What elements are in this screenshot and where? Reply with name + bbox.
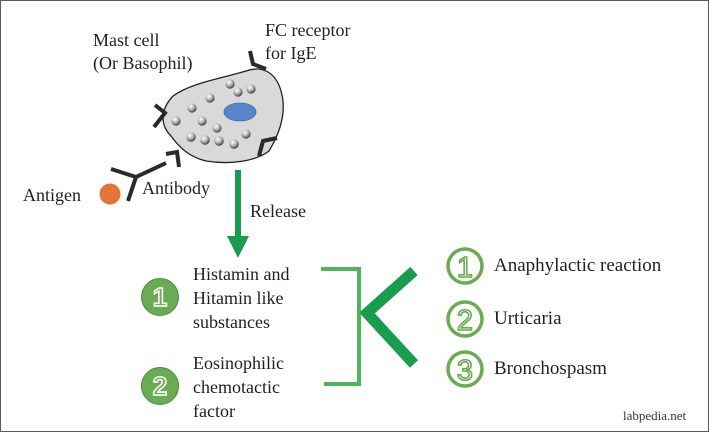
effect-2-label: Urticaria [494, 308, 562, 329]
antibody-label: Antibody [142, 178, 211, 198]
fc-receptors [152, 50, 278, 168]
effects-chevron [359, 266, 419, 368]
mediator-1-line1: Histamin and [193, 264, 290, 284]
svg-text:1: 1 [457, 252, 473, 284]
release-arrow [227, 170, 249, 258]
mast-cell-label-line2: (Or Basophil) [93, 53, 193, 73]
fc-receptor-label-line1: FC receptor [265, 20, 351, 40]
mediator-2-line2: chemotactic [193, 377, 280, 397]
svg-text:2: 2 [457, 305, 473, 337]
svg-text:1: 1 [153, 282, 167, 312]
nucleus [223, 102, 257, 122]
antigen-label: Antigen [23, 185, 81, 205]
mediators-bracket [321, 267, 361, 386]
mediator-badge-2: 2 [141, 367, 179, 405]
antibody-shape [110, 161, 167, 202]
mediator-2-line3: factor [193, 401, 235, 421]
granules [171, 79, 256, 149]
svg-text:2: 2 [153, 371, 167, 401]
watermark: labpedia.net [623, 408, 687, 423]
effect-badge-2: 2 [446, 300, 484, 338]
effect-badge-3: 3 [446, 350, 484, 388]
effect-1-label: Anaphylactic reaction [494, 255, 662, 276]
mediator-1-line2: Hitamin like [193, 288, 284, 308]
release-label: Release [250, 201, 306, 221]
mast-cell-label-line1: Mast cell [93, 30, 160, 50]
mediator-badge-1: 1 [141, 278, 179, 316]
fc-receptor-label-line2: for IgE [265, 43, 317, 63]
antigen-dot [99, 183, 121, 205]
svg-text:3: 3 [457, 355, 473, 387]
effect-3-label: Bronchospasm [494, 358, 607, 379]
mast-cell-body [162, 68, 284, 164]
mediator-1-line3: substances [193, 312, 270, 332]
mediator-2-line1: Eosinophilic [193, 353, 284, 373]
effect-badge-1: 1 [446, 247, 484, 285]
